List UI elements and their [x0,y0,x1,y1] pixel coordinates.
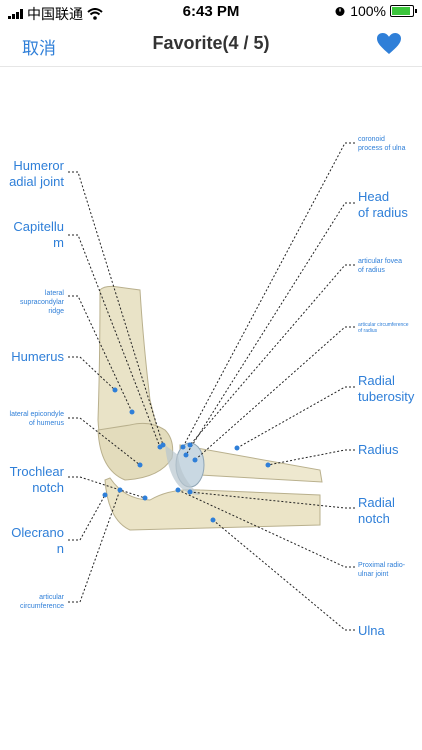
heart-icon[interactable] [376,32,402,56]
carrier-name: 中国联通 [27,6,83,22]
battery-percent: 100% [350,3,386,19]
signal-icon [8,9,23,19]
status-right: 100% [334,3,417,19]
label-proximal-radioulnar-joint[interactable]: Proximal radio-ulnar joint [358,562,406,578]
cancel-button[interactable]: 取消 [22,39,56,58]
label-ulna[interactable]: Ulna [358,623,385,638]
label-radius[interactable]: Radius [358,442,399,457]
alarm-icon [335,7,345,16]
label-humerus[interactable]: Humerus [11,349,64,364]
status-bar: 中国联通 6:43 PM 100% [0,0,422,24]
page-title: Favorite(4 / 5) [152,33,270,53]
status-time: 6:43 PM [182,3,240,20]
wifi-icon [87,8,103,20]
carrier: 中国联通 [8,4,103,24]
battery-icon [390,5,417,17]
nav-bar: 取消 Favorite(4 / 5) [0,26,422,67]
elbow-illustration [68,142,355,631]
